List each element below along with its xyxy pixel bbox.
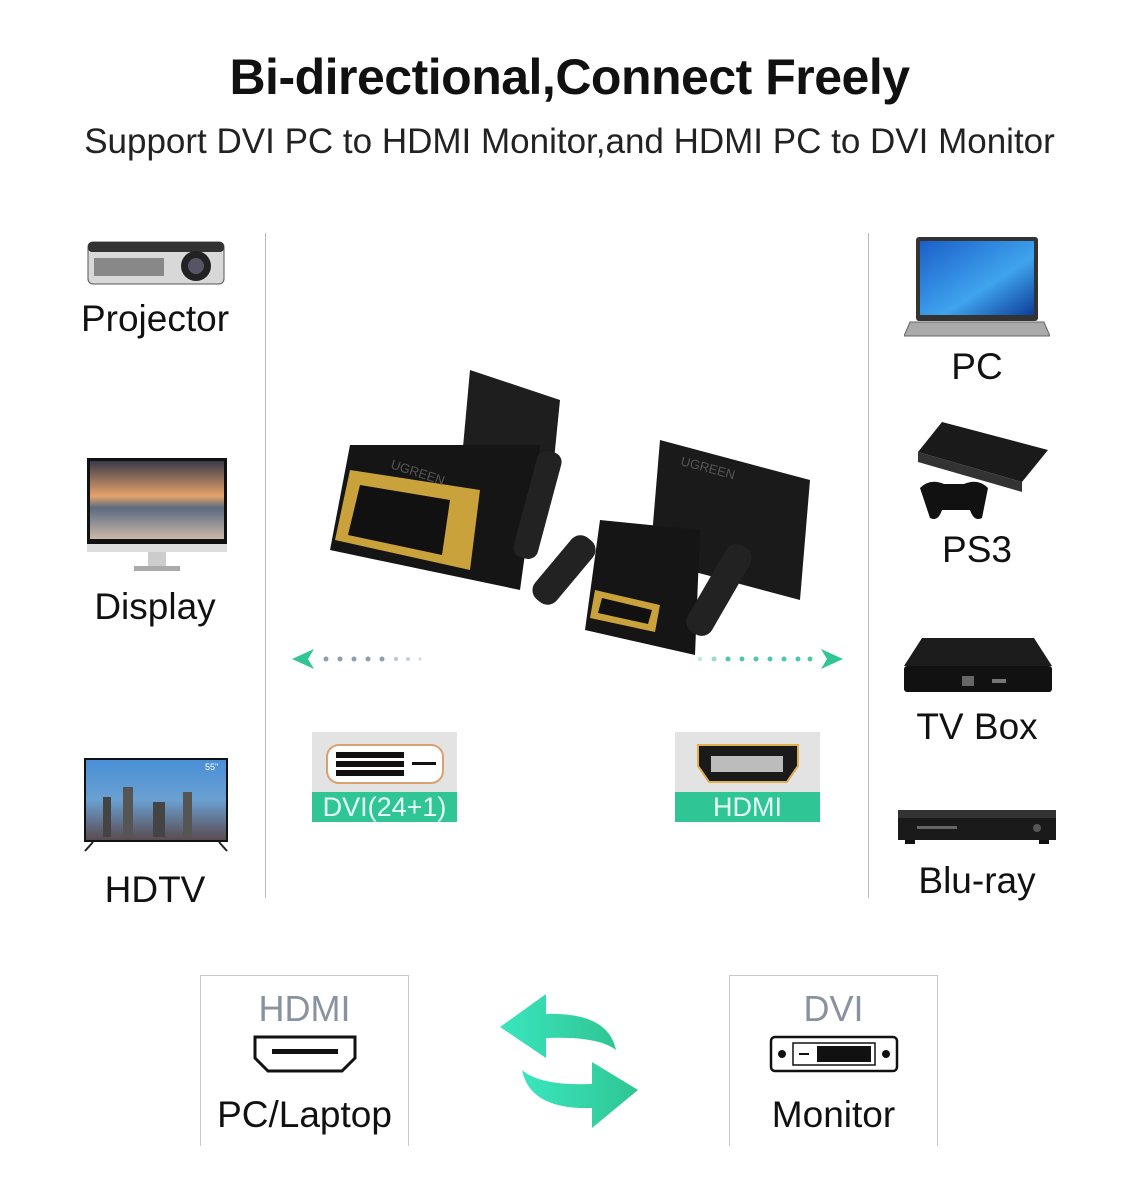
page-title: Bi-directional,Connect Freely <box>229 49 910 105</box>
projector-icon <box>87 241 225 285</box>
hdmi-box-device: PC/Laptop <box>217 1094 392 1135</box>
device-label-hdtv: HDTV <box>104 869 206 910</box>
device-label-pc: PC <box>951 346 1003 387</box>
dvi-port-label: DVI(24+1) <box>312 732 457 822</box>
hdmi-connector-icon <box>253 1035 356 1073</box>
laptop-icon <box>904 237 1050 337</box>
device-label-ps3: PS3 <box>942 529 1012 570</box>
ps3-icon <box>918 422 1048 519</box>
dvi-port-icon <box>326 744 444 784</box>
device-label-display: Display <box>94 586 216 627</box>
arrow-left-icon <box>292 649 314 669</box>
direction-arrows <box>292 649 843 669</box>
right-divider <box>868 233 869 898</box>
hdmi-port-icon <box>697 744 799 783</box>
tv-box-icon <box>904 638 1052 692</box>
device-label-tv-box: TV Box <box>916 706 1038 747</box>
blu-ray-icon <box>898 810 1056 844</box>
hdmi-port-text: HDMI <box>675 792 820 822</box>
hdmi-port-label: HDMI <box>675 732 820 822</box>
hdmi-source-box: HDMI PC/Laptop <box>200 975 409 1146</box>
dvi-male-adapter: UGREEN <box>330 370 562 590</box>
swap-arrows-icon <box>500 994 638 1128</box>
dvi-box-device: Monitor <box>771 1094 896 1135</box>
dvi-target-box: DVI Monitor <box>729 975 938 1146</box>
dvi-port-text: DVI(24+1) <box>312 792 457 822</box>
arrow-right-icon <box>821 649 843 669</box>
hdmi-female-adapter: UGREEN <box>532 440 810 655</box>
hdtv-size-badge: 55" <box>205 762 219 772</box>
adapter-product-image: UGREEN UGREEN <box>330 370 810 655</box>
device-label-blu-ray: Blu-ray <box>918 860 1036 901</box>
dvi-box-port: DVI <box>803 988 864 1029</box>
hdtv-icon <box>84 758 228 852</box>
left-divider <box>265 233 266 898</box>
hdmi-box-port: HDMI <box>258 988 351 1029</box>
device-label-projector: Projector <box>80 298 230 339</box>
display-icon <box>87 458 227 571</box>
dvi-connector-icon <box>769 1035 898 1073</box>
page-subtitle: Support DVI PC to HDMI Monitor,and HDMI … <box>84 122 1055 161</box>
